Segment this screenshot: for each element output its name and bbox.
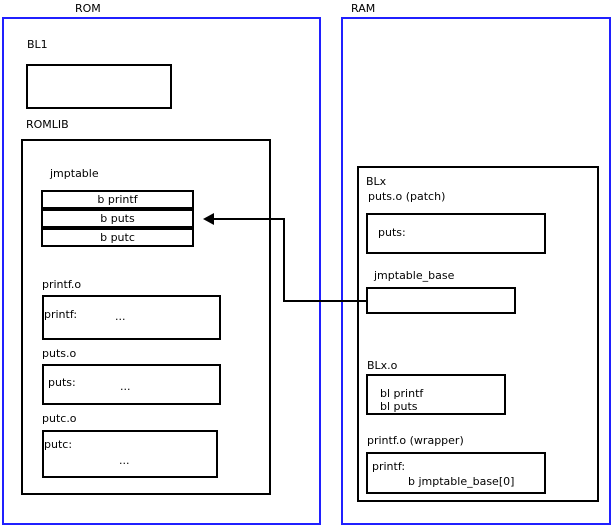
romlib-label: ROMLIB [26, 118, 69, 131]
printf-o-box [42, 295, 221, 340]
jmptable-base-label: jmptable_base [374, 269, 455, 282]
putc-o-label: putc.o [42, 412, 77, 425]
blx-o-box [366, 374, 506, 415]
puts-o-symbol: puts: [48, 376, 76, 389]
jmptable-base-box [366, 287, 516, 314]
puts-o-body: ... [120, 380, 131, 393]
blx-o-line-2: bl puts [380, 400, 418, 413]
printf-o-body: ... [115, 310, 126, 323]
jmptable-entry-puts: b puts [41, 209, 194, 228]
puts-o-box [42, 364, 221, 405]
printf-o-wrapper-box [366, 452, 546, 494]
puts-o-patch-box [366, 213, 546, 254]
printf-o-wrapper-instruction: b jmptable_base[0] [408, 475, 515, 488]
puts-o-patch-label: puts.o (patch) [368, 190, 446, 203]
blx-label: BLx [366, 175, 387, 188]
blx-o-label: BLx.o [367, 359, 398, 372]
ram-region-title: RAM [351, 2, 376, 15]
puts-o-label: puts.o [42, 347, 77, 360]
rom-region-title: ROM [75, 2, 101, 15]
printf-o-symbol: printf: [44, 308, 78, 321]
connector-arrow-head-icon [203, 213, 214, 225]
jmptable-label: jmptable [50, 167, 99, 180]
connector-segment-lower-horizontal [283, 300, 367, 302]
connector-segment-vertical [283, 218, 285, 302]
putc-o-body: ... [119, 454, 130, 467]
bl1-label: BL1 [27, 38, 48, 51]
putc-o-symbol: putc: [44, 438, 73, 451]
puts-o-patch-symbol: puts: [378, 226, 406, 239]
connector-segment-upper-horizontal [213, 218, 285, 220]
printf-o-label: printf.o [42, 278, 82, 291]
putc-o-box [42, 430, 218, 478]
jmptable-entry-putc: b putc [41, 228, 194, 247]
jmptable-entry-printf: b printf [41, 190, 194, 209]
printf-o-wrapper-symbol: printf: [372, 460, 406, 473]
blx-o-line-1: bl printf [380, 387, 424, 400]
printf-o-wrapper-label: printf.o (wrapper) [367, 434, 464, 447]
bl1-box [26, 64, 172, 109]
